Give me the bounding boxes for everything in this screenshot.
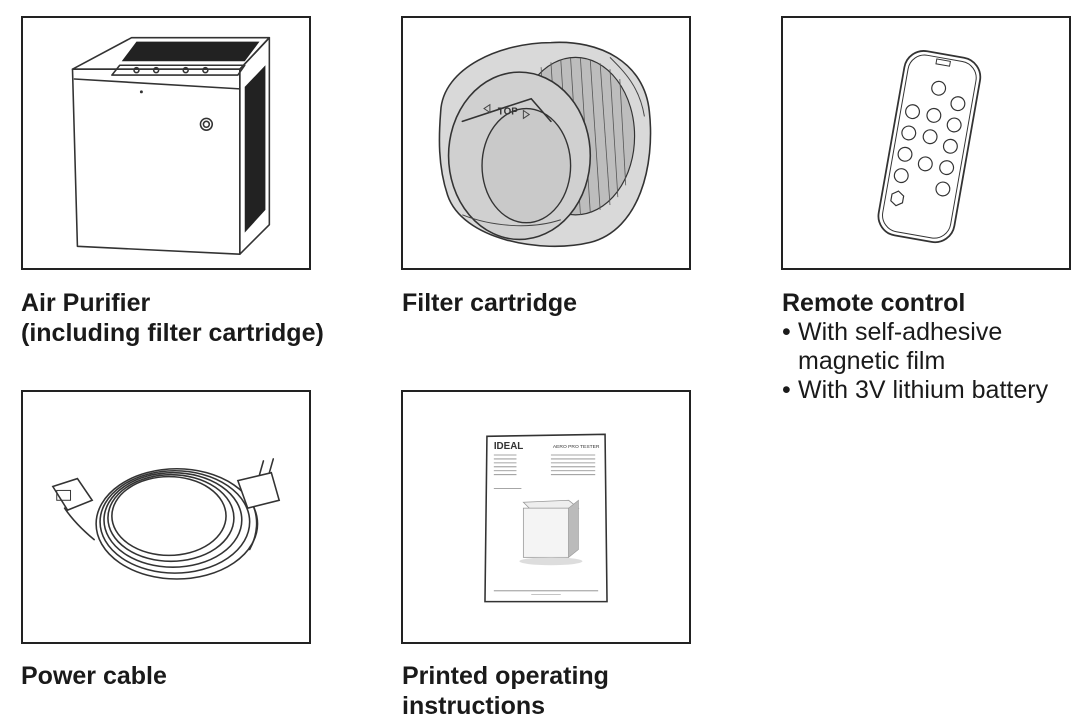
operating-instructions-panel: IDEAL AERO PRO TESTER	[401, 390, 691, 644]
remote-buttons	[890, 80, 966, 207]
air-purifier-illustration	[71, 36, 271, 256]
booklet-brand-right: AERO PRO TESTER	[553, 444, 600, 450]
power-cable-title-line-1: Power cable	[21, 662, 167, 690]
air-purifier-title-line-2: (including filter cartridge)	[21, 319, 324, 347]
schuko-plug	[236, 458, 281, 551]
filter-cartridge-panel: TOP	[401, 16, 691, 270]
remote-control-title: Remote control	[782, 288, 965, 318]
filter-cartridge-title: Filter cartridge	[402, 288, 577, 318]
side-vent-grille	[244, 65, 266, 233]
air-purifier-title: Air Purifier (including filter cartridge…	[21, 288, 324, 348]
operating-instructions-title: Printed operating instructions	[402, 661, 609, 721]
top-vent-grille	[121, 41, 260, 62]
remote-bullet-1: With self-adhesive magnetic film	[782, 318, 1038, 376]
operating-instructions-illustration: IDEAL AERO PRO TESTER	[484, 433, 608, 603]
operating-instructions-title-line-1: Printed operating	[402, 662, 609, 690]
power-cable-panel	[21, 390, 311, 644]
filter-top-label: TOP	[498, 106, 518, 117]
filter-cartridge-illustration: TOP	[438, 41, 652, 248]
booklet-brand: IDEAL	[494, 441, 524, 452]
remote-control-bullets: With self-adhesive magnetic film With 3V…	[782, 318, 1082, 405]
booklet-cover-image	[519, 499, 583, 566]
filter-cartridge-title-line-1: Filter cartridge	[402, 289, 578, 317]
remote-bullet-2: With 3V lithium battery	[782, 376, 1082, 405]
power-cable-illustration	[51, 458, 281, 580]
air-purifier-title-line-1: Air Purifier	[21, 289, 151, 317]
operating-instructions-title-line-2: instructions	[402, 692, 546, 720]
remote-control-panel	[781, 16, 1071, 270]
remote-control-title-line-1: Remote control	[782, 289, 966, 317]
remote-control-illustration	[877, 50, 982, 244]
iec-connector	[51, 477, 95, 541]
air-purifier-panel	[21, 16, 311, 270]
power-cable-title: Power cable	[21, 661, 167, 691]
